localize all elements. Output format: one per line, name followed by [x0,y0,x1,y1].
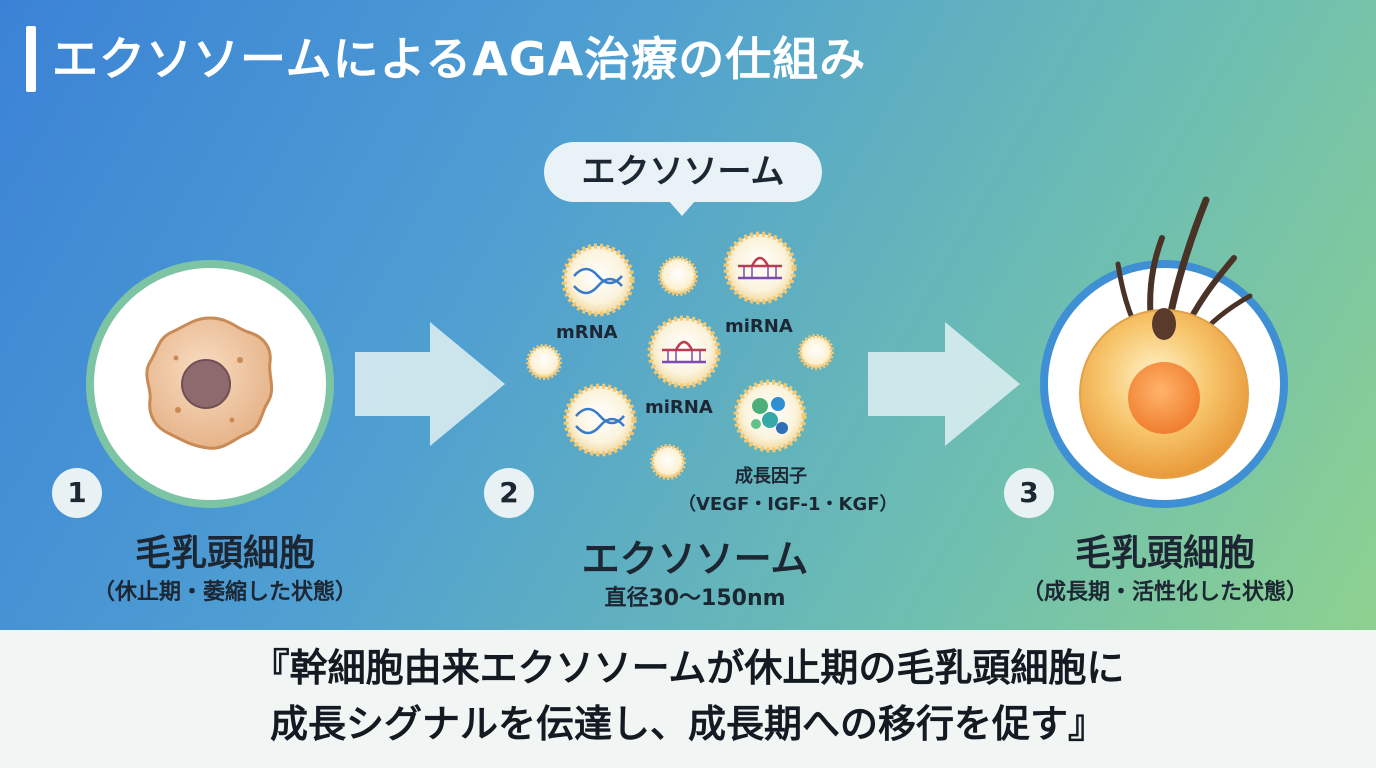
step-number-badge: 3 [1004,468,1054,518]
small-vesicle-icon [650,444,686,480]
growth-factor-label: 成長因子 [735,466,807,487]
exosome-cluster [526,231,834,480]
resting-cell-icon [86,260,334,508]
step-2-name: エクソソーム [581,537,809,581]
growth-factor-sub-label: （VEGF・IGF-1・KGF） [678,494,898,515]
summary-caption: 『幹細胞由来エクソソームが休止期の毛乳頭細胞に 成長シグナルを伝達し、成長期への… [0,640,1376,752]
step-1-sub: （休止期・萎縮した状態） [92,580,357,605]
page-title: エクソソームによるAGA治療の仕組み [52,32,867,86]
mirna-label: miRNA [725,316,793,337]
step-1-name: 毛乳頭細胞 [134,533,315,574]
small-vesicle-icon [658,256,698,296]
callout-tail [668,200,696,216]
mrna-vesicle-icon [563,383,637,457]
step-3-sub: （成長期・活性化した状態） [1021,580,1308,605]
small-vesicle-icon [798,334,834,370]
arrow-1-to-2 [355,322,505,446]
caption-line-1: 『幹細胞由来エクソソームが休止期の毛乳頭細胞に [251,646,1125,690]
step-3-name: 毛乳頭細胞 [1074,533,1255,574]
title-accent-bar [26,26,36,92]
mirna-label: miRNA [645,397,713,418]
step-number-badge: 1 [52,468,102,518]
exosome-callout-bubble: エクソソーム [544,142,822,202]
arrow-2-to-3 [868,322,1020,446]
small-vesicle-icon [526,344,562,380]
step-number-badge: 2 [484,468,534,518]
active-cell-icon [1040,196,1288,508]
step-2-sub: 直径30〜150nm [604,586,786,611]
growth-factor-vesicle-icon [733,379,807,453]
caption-line-2: 成長シグナルを伝達し、成長期への移行を促す』 [269,702,1106,746]
mrna-label: mRNA [556,322,618,343]
mirna-vesicle-icon [647,315,721,389]
caption-band [0,630,1376,768]
mirna-vesicle-icon [723,231,797,305]
mrna-vesicle-icon [561,243,635,317]
